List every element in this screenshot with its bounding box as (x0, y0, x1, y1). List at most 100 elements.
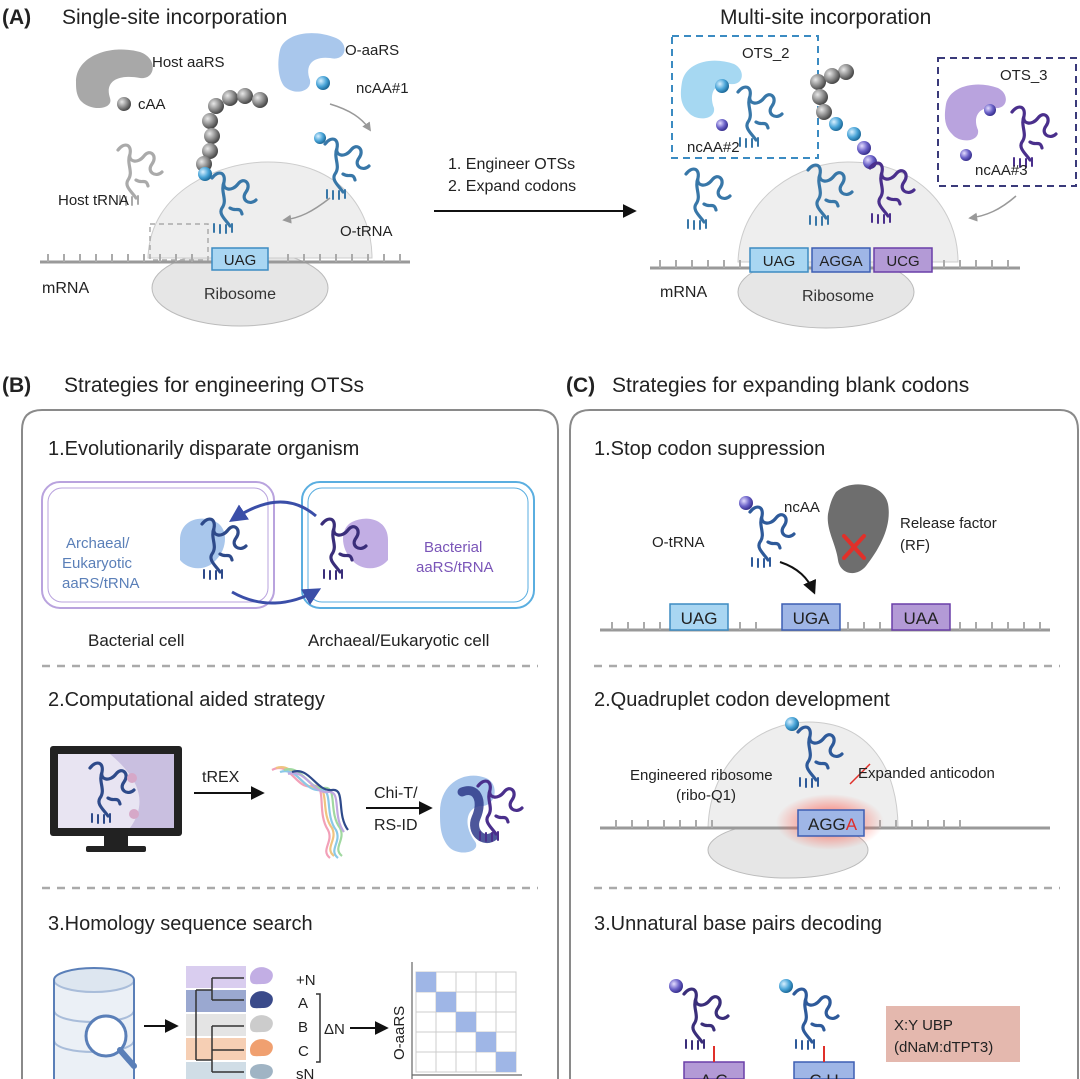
database-search-icon (53, 967, 137, 1079)
c-section3-title: 3.Unnatural base pairs decoding (594, 913, 882, 935)
caa-ball (117, 97, 131, 111)
o-trna-c-label: O-tRNA (652, 534, 705, 551)
ots3-box (937, 57, 1077, 187)
o-aars-shape (278, 33, 345, 92)
panel-b: (B) Strategies for engineering OTSs 1.Ev… (2, 374, 559, 1079)
chi-t-label: Chi-T/ (374, 785, 418, 802)
multi-site-scene: UAG AGGA UCG Ribosome mRNA OTS_2 ncAA#2 … (650, 35, 1077, 329)
codon-uag-right (749, 247, 809, 273)
ubp-label: X:Y UBP (894, 1017, 953, 1034)
o-trna-c-icon (748, 505, 796, 569)
transfer-arrow-top (229, 500, 317, 522)
archaeal-aars-shape (180, 518, 225, 569)
ncaa3-ball (960, 149, 972, 161)
codon-agga-right (811, 247, 871, 273)
ncaa-c-label: ncAA (784, 499, 820, 516)
stop-codon-uga (781, 603, 841, 631)
tree-label-c: C (298, 1043, 309, 1060)
stop-codon-uaa (891, 603, 951, 631)
quad-codon-main: AGG (808, 815, 846, 834)
ubp-pair-label: (dNaM:dTPT3) (894, 1039, 993, 1056)
panel-c-label: (C) (566, 374, 595, 397)
tree-label-b: B (298, 1019, 308, 1036)
ots3-label: OTS_3 (1000, 67, 1048, 84)
ubp-trna-1-icon (682, 987, 730, 1051)
host-aars-shape (76, 49, 153, 109)
b-section1-title: 1.Evolutionarily disparate organism (48, 438, 359, 460)
b-section2-title: 2.Computational aided strategy (48, 689, 325, 711)
host-aars-label: Host aaRS (152, 54, 225, 71)
host-trna-label: Host tRNA (58, 192, 129, 209)
quad-codon-box (797, 809, 865, 837)
ribosome-large-subunit (147, 161, 373, 259)
c-section2-title: 2.Quadruplet codon development (594, 689, 890, 711)
codon-uag-left-label: UAG (224, 252, 257, 269)
panel-a-left-title: Single-site incorporation (62, 6, 287, 29)
single-site-scene: UAG Ribosome mRNA Host aaRS cAA Host tRN… (40, 33, 410, 327)
mrna-left-label: mRNA (42, 280, 89, 297)
bacterial-aars-line1: Bacterial (424, 539, 482, 556)
step-engineer-otss: 1. Engineer OTSs (448, 156, 575, 173)
panel-c-title: Strategies for expanding blank codons (612, 374, 969, 397)
tree-label-sn: sN (296, 1066, 314, 1079)
archaeal-aars-line2: Eukaryotic (62, 555, 133, 572)
delta-n-label: ΔN (324, 1021, 345, 1038)
designed-aars-trna-icon (440, 775, 524, 853)
bacterial-cell-label: Bacterial cell (88, 631, 184, 650)
o-aars-axis-label: O-aaRS (391, 1006, 408, 1060)
panel-a-label: (A) (2, 6, 31, 29)
trex-label: tREX (202, 769, 240, 786)
codon-uag-right-label: UAG (763, 253, 796, 270)
ncaa2-ball (716, 119, 728, 131)
orthogonality-matrix (411, 962, 522, 1079)
c-section1-title: 1.Stop codon suppression (594, 438, 825, 460)
codon-ucg-right (873, 247, 933, 273)
codon-ucg-right-label: UCG (886, 253, 919, 270)
codon-agga-right-label: AGGA (819, 253, 862, 270)
peptide-chain-right (810, 64, 877, 169)
step-expand-codons: 2. Expand codons (448, 178, 576, 195)
trna-ensemble-icon (271, 766, 349, 859)
transfer-arrow-bottom (231, 588, 322, 605)
o-trna-label: O-tRNA (340, 223, 393, 240)
rs-id-label: RS-ID (374, 817, 418, 834)
stop-codon-uaa-label: UAA (904, 609, 940, 628)
caa-label: cAA (138, 96, 166, 113)
empty-site-box (149, 223, 209, 261)
ubp-codon-2-label: C U (809, 1071, 838, 1079)
phylogeny-tree (186, 966, 273, 1079)
bacterial-aars-shape (343, 518, 388, 569)
panel-b-frame (21, 409, 559, 1079)
ubp-codon-1-label: A C (700, 1071, 727, 1079)
release-factor-rf: (RF) (900, 537, 930, 554)
ncaa3-label: ncAA#3 (975, 162, 1028, 179)
tree-label-plus-n: +N (296, 972, 316, 989)
bacterial-aars-line2: aaRS/tRNA (416, 559, 494, 576)
ribo-q1-label: (ribo-Q1) (676, 787, 736, 804)
tree-label-a: A (298, 995, 308, 1012)
ncaa-charge-arrow (329, 103, 371, 132)
ubp-trna-2-icon (792, 987, 840, 1051)
engineered-ribosome-label: Engineered ribosome (630, 767, 773, 784)
panel-c-frame (569, 409, 1079, 1079)
quad-codon-extra: A (846, 815, 858, 834)
ots3-aars (944, 84, 1006, 141)
o-aars-label: O-aaRS (345, 42, 399, 59)
ots2-label: OTS_2 (742, 45, 790, 62)
stop-codon-uag (669, 603, 729, 631)
archaeal-cell-box (301, 481, 535, 609)
codon-uag-left (211, 247, 269, 271)
peptide-chain (196, 88, 268, 181)
panel-c: (C) Strategies for expanding blank codon… (566, 374, 1079, 1079)
o-trna-enter-arrow (282, 197, 331, 224)
archaeal-aars-line3: aaRS/tRNA (62, 575, 140, 592)
panel-a: (A) Single-site incorporation Multi-site… (2, 6, 1077, 329)
ncaa2-label: ncAA#2 (687, 139, 740, 156)
ribosome-right-label: Ribosome (802, 288, 874, 305)
stop-codon-uag-label: UAG (681, 609, 718, 628)
computer-monitor-icon (50, 746, 182, 852)
ubp-box (886, 1006, 1020, 1062)
archaeal-aars-line1: Archaeal/ (66, 535, 130, 552)
release-factor-label: Release factor (900, 515, 997, 532)
